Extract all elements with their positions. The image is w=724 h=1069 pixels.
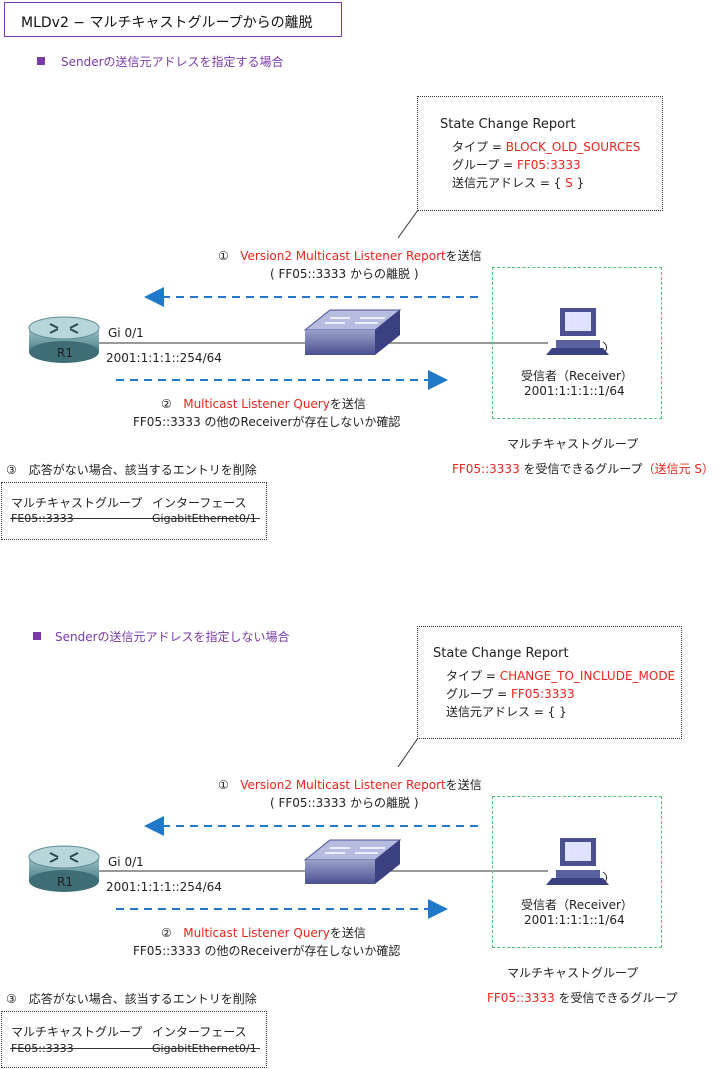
section-bullet <box>33 632 41 640</box>
step2-suffix: を送信 <box>329 397 366 411</box>
step1-number: ① <box>218 249 229 263</box>
report-group-row: グループ = FF05:3333 <box>452 156 581 173</box>
report-type-label: タイプ = <box>452 140 506 154</box>
step1-label: ① Version2 Multicast Listener Reportを送信 <box>218 247 482 264</box>
table-header-group: マルチキャストグループ <box>11 496 143 510</box>
router-label: R1 <box>57 346 73 360</box>
multicast-group-box <box>492 267 662 419</box>
report-group-row: グループ = FF05:3333 <box>446 685 575 702</box>
report-group-value: FF05:3333 <box>510 687 575 701</box>
report-source-close: } <box>572 176 585 190</box>
step3-label: ③ 応答がない場合、該当するエントリを削除 <box>6 463 257 477</box>
step2-number: ② <box>161 926 172 940</box>
page-title: MLDv2 − マルチキャストグループからの離脱 <box>21 15 313 31</box>
step1-number: ① <box>218 778 229 792</box>
step1-suffix: を送信 <box>445 249 482 263</box>
report-type-value: BLOCK_OLD_SOURCES <box>505 140 641 154</box>
state-change-report-box <box>417 96 663 211</box>
report-group-label: グループ = <box>446 687 511 701</box>
report-type-row: タイプ = BLOCK_OLD_SOURCES <box>452 138 640 155</box>
group-address: FF05::3333 <box>487 991 555 1005</box>
report-group-label: グループ = <box>452 158 517 172</box>
step1-sub: ( FF05::3333 からの離脱 ) <box>270 267 419 281</box>
group-desc-text: を受信できるグループ <box>519 462 643 476</box>
switch-icon <box>303 309 402 355</box>
table-header-interface: インターフェース <box>152 496 247 510</box>
group-title: マルチキャストグループ <box>507 966 639 980</box>
router-address: 2001:1:1:1::254/64 <box>106 351 222 365</box>
group-description: FF05::3333 を受信できるグループ <box>487 989 678 1006</box>
router-icon <box>28 845 100 892</box>
step2-suffix: を送信 <box>329 926 366 940</box>
entry-table-box <box>1 482 267 540</box>
table-cell-interface: GigabitEthernet0/1 <box>152 1042 257 1055</box>
table-header-interface: インターフェース <box>152 1025 247 1039</box>
report-type-label: タイプ = <box>446 669 500 683</box>
report-group-value: FF05:3333 <box>516 158 581 172</box>
group-address: FF05::3333 <box>452 462 520 476</box>
section-heading: Senderの送信元アドレスを指定しない場合 <box>55 630 290 644</box>
step2-sub: FF05::3333 の他のReceiverが存在しないか確認 <box>133 944 401 958</box>
step2-message: Multicast Listener Query <box>183 397 330 411</box>
group-title: マルチキャストグループ <box>507 437 639 451</box>
step2-number: ② <box>161 397 172 411</box>
entry-table-box <box>1 1011 267 1068</box>
multicast-group-box <box>492 796 662 948</box>
receiver-label: 受信者（Receiver） <box>521 369 633 383</box>
step3-label: ③ 応答がない場合、該当するエントリを削除 <box>6 992 257 1006</box>
report-title: State Change Report <box>433 646 569 661</box>
interface-label: Gi 0/1 <box>108 326 144 340</box>
step1-sub: ( FF05::3333 からの離脱 ) <box>270 796 419 810</box>
state-change-report-box <box>417 626 682 739</box>
step2-sub: FF05::3333 の他のReceiverが存在しないか確認 <box>133 415 401 429</box>
group-paren-open: （ <box>642 462 655 476</box>
step1-message: Version2 Multicast Listener Report <box>240 778 446 792</box>
step2-label: ② Multicast Listener Queryを送信 <box>161 395 366 412</box>
report-type-row: タイプ = CHANGE_TO_INCLUDE_MODE <box>446 667 675 684</box>
router-icon <box>28 316 100 363</box>
table-header-group: マルチキャストグループ <box>11 1025 143 1039</box>
pc-icon <box>546 838 609 885</box>
report-type-value: CHANGE_TO_INCLUDE_MODE <box>499 669 676 683</box>
step1-suffix: を送信 <box>445 778 482 792</box>
report-title: State Change Report <box>440 117 576 132</box>
receiver-address: 2001:1:1:1::1/64 <box>524 913 625 927</box>
callout-line-2 <box>397 737 419 768</box>
switch-icon <box>303 839 402 884</box>
router-address: 2001:1:1:1::254/64 <box>106 880 222 894</box>
step1-label: ① Version2 Multicast Listener Reportを送信 <box>218 776 482 793</box>
step1-message: Version2 Multicast Listener Report <box>240 249 446 263</box>
section-bullet <box>37 57 45 65</box>
step2-label: ② Multicast Listener Queryを送信 <box>161 924 366 941</box>
section-heading: Senderの送信元アドレスを指定する場合 <box>61 55 284 69</box>
receiver-label: 受信者（Receiver） <box>521 898 633 912</box>
router-label: R1 <box>57 875 73 889</box>
strike-line <box>10 1048 260 1049</box>
step2-message: Multicast Listener Query <box>183 926 330 940</box>
table-cell-group: FE05::3333 <box>11 512 74 525</box>
report-source-label: 送信元アドレス = { <box>452 176 566 190</box>
group-description: FF05::3333 を受信できるグループ（送信元 S） <box>452 460 714 477</box>
report-source-row: 送信元アドレス = { } <box>446 705 567 719</box>
pc-icon <box>546 308 609 355</box>
callout-line-1 <box>397 209 419 239</box>
title-box: MLDv2 − マルチキャストグループからの離脱 <box>4 2 342 37</box>
report-source-row: 送信元アドレス = { S } <box>452 174 584 191</box>
group-paren-close: ） <box>702 462 715 476</box>
receiver-address: 2001:1:1:1::1/64 <box>524 384 625 398</box>
interface-label: Gi 0/1 <box>108 855 144 869</box>
table-cell-group: FE05::3333 <box>11 1042 74 1055</box>
group-desc-text: を受信できるグループ <box>554 991 678 1005</box>
table-cell-interface: GigabitEthernet0/1 <box>152 512 257 525</box>
group-source: 送信元 S <box>654 462 703 476</box>
report-source-value: S <box>565 176 573 190</box>
strike-line <box>10 518 260 519</box>
